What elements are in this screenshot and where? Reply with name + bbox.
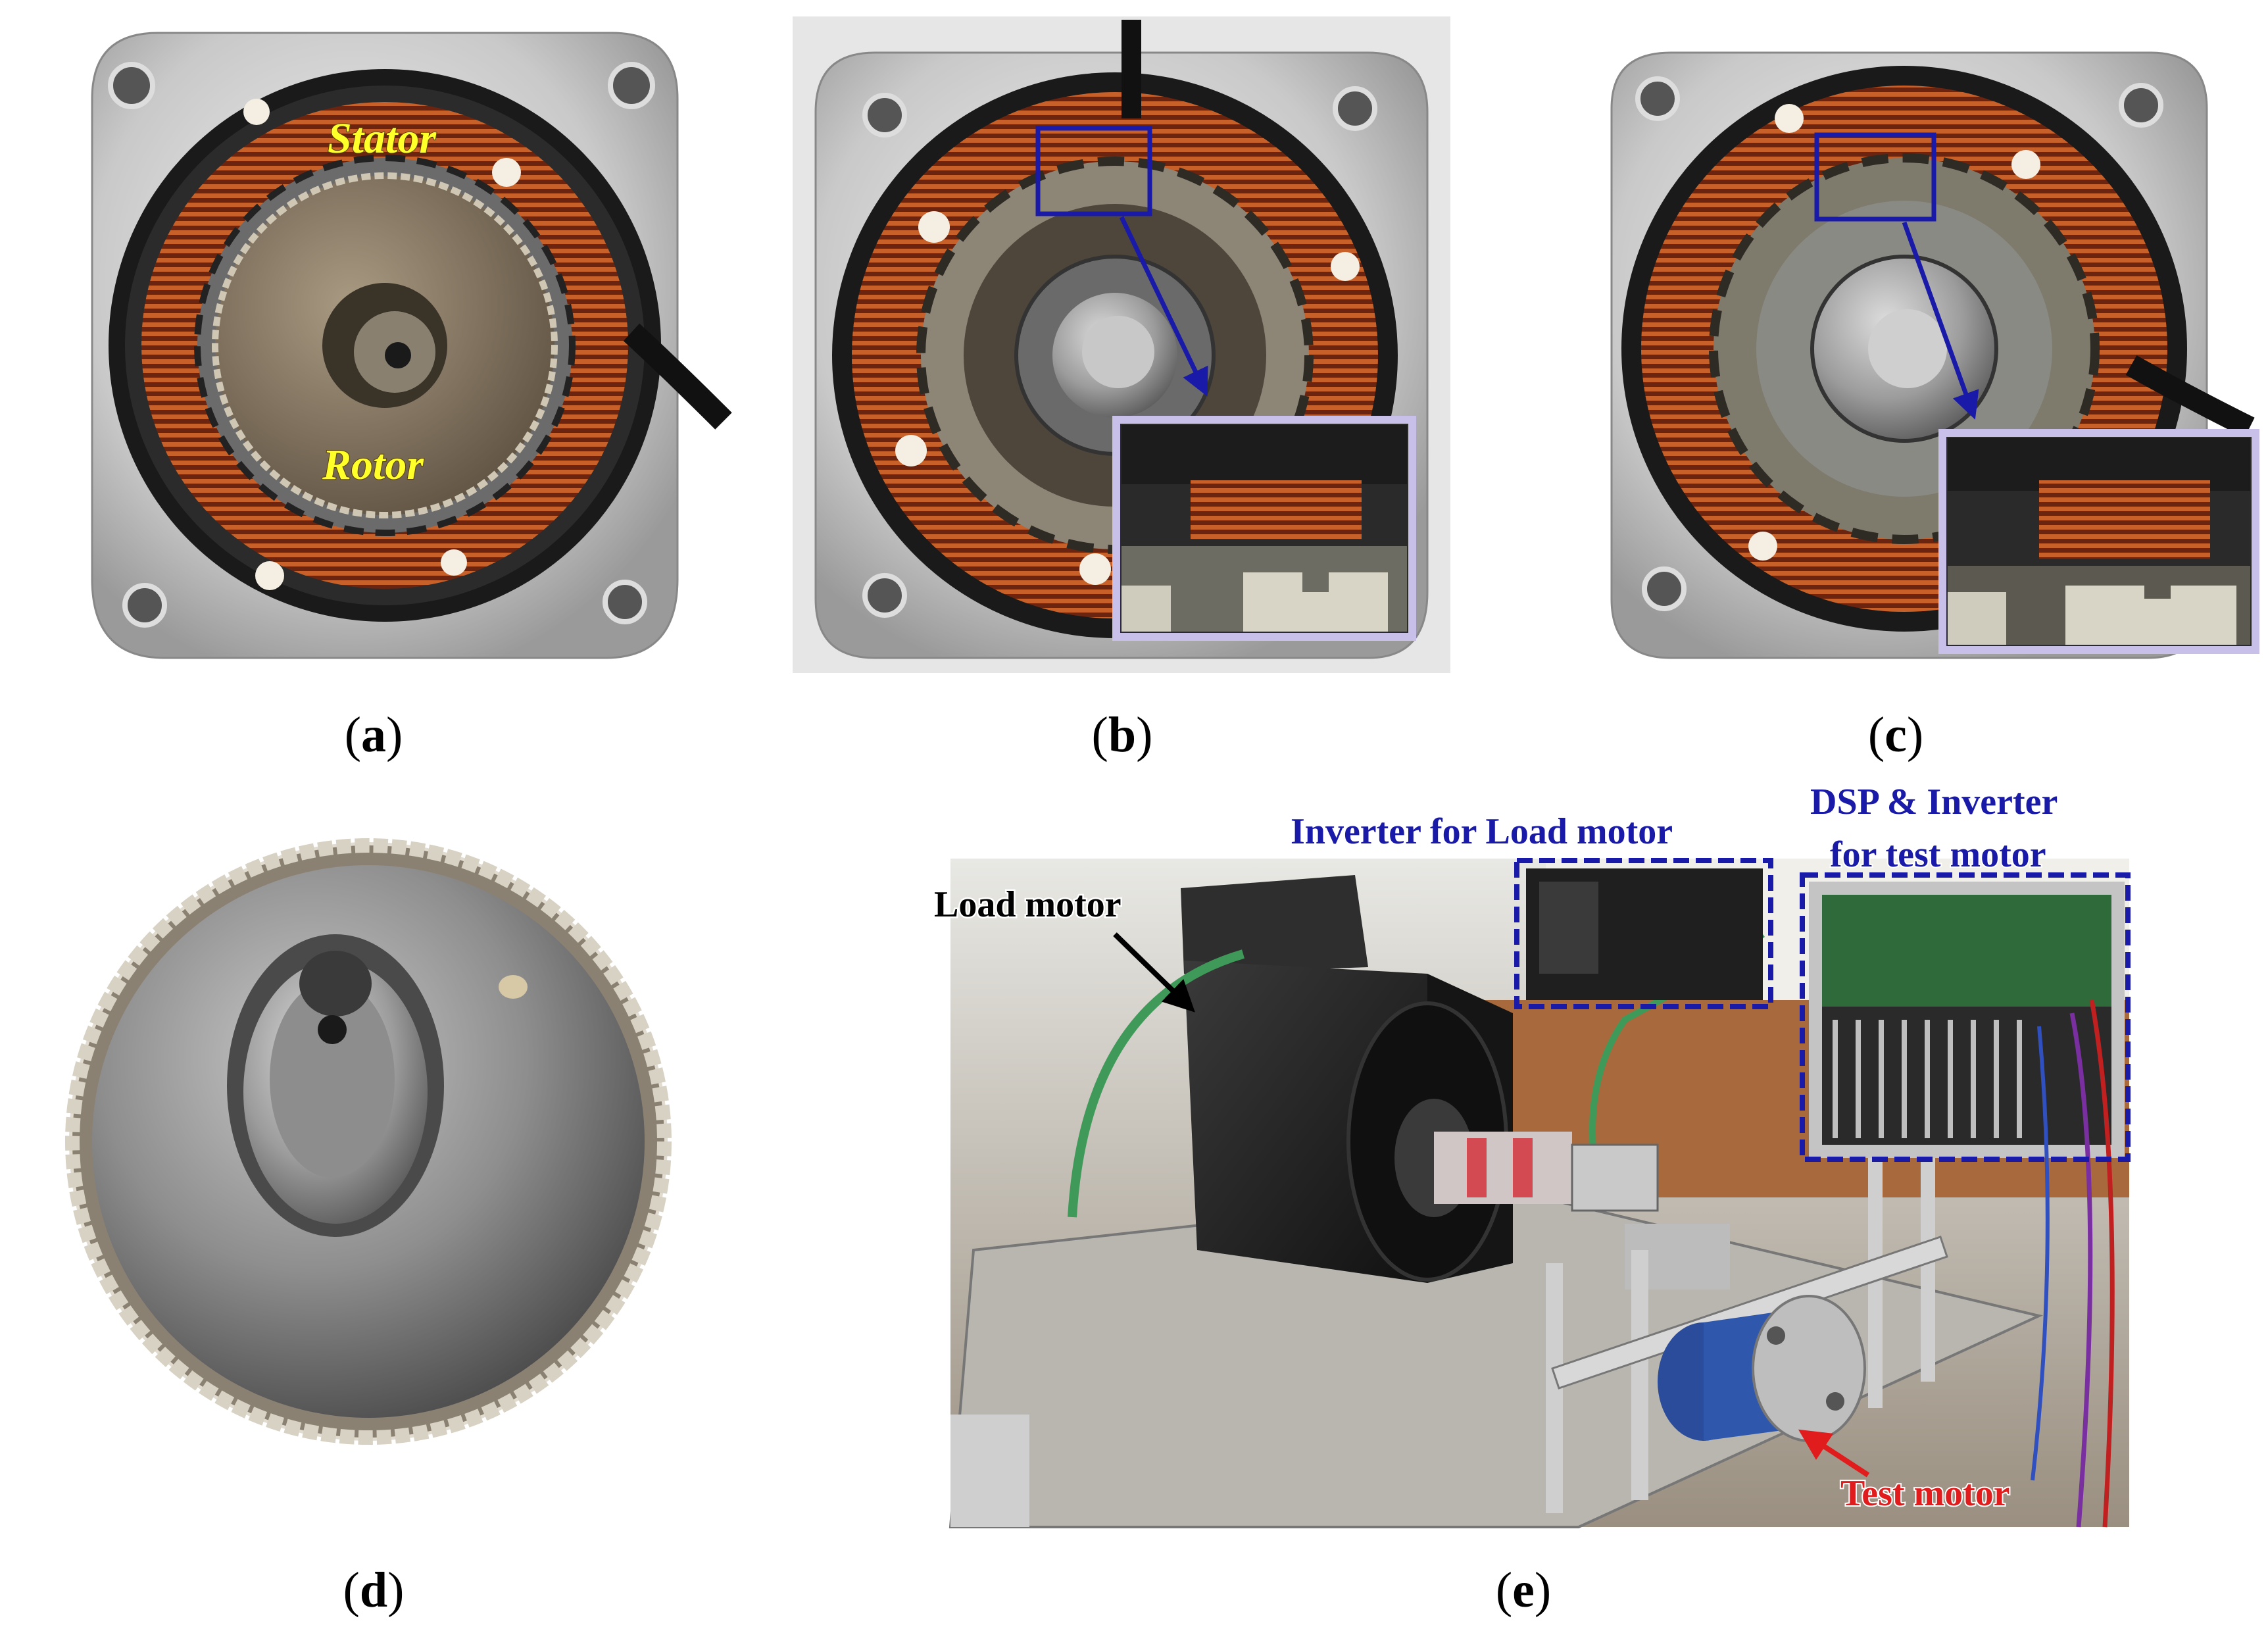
- red-arrow-icon: [1798, 1429, 1870, 1478]
- blue-arrow-icon-c: [1902, 221, 1979, 420]
- panel-c-photo: [1579, 16, 2266, 673]
- black-arrow-icon: [1113, 932, 1195, 1013]
- caption-b: (b): [1092, 707, 1153, 763]
- dsp-label-line2: for test motor: [1830, 834, 2046, 875]
- panel-e-photo: Load motor Inverter for Load motor DSP &…: [933, 780, 2131, 1528]
- load-motor-label: Load motor: [934, 884, 1122, 925]
- test-motor-label: Test motor: [1840, 1473, 2010, 1514]
- rotor-label: Rotor: [322, 441, 424, 489]
- caption-c: (c): [1868, 707, 1923, 763]
- panel-d-photo: [65, 838, 672, 1445]
- blue-arrow-icon: [1119, 216, 1208, 397]
- dsp-label-line1: DSP & Inverter: [1810, 782, 2058, 822]
- panel-b-photo: [793, 16, 1450, 673]
- inverter-load-label: Inverter for Load motor: [1291, 811, 1673, 852]
- caption-a: (a): [345, 707, 403, 763]
- panel-a-photo: Stator Rotor: [53, 16, 732, 674]
- caption-d: (d): [343, 1563, 405, 1618]
- stator-label: Stator: [328, 114, 437, 163]
- caption-e: (e): [1496, 1563, 1551, 1618]
